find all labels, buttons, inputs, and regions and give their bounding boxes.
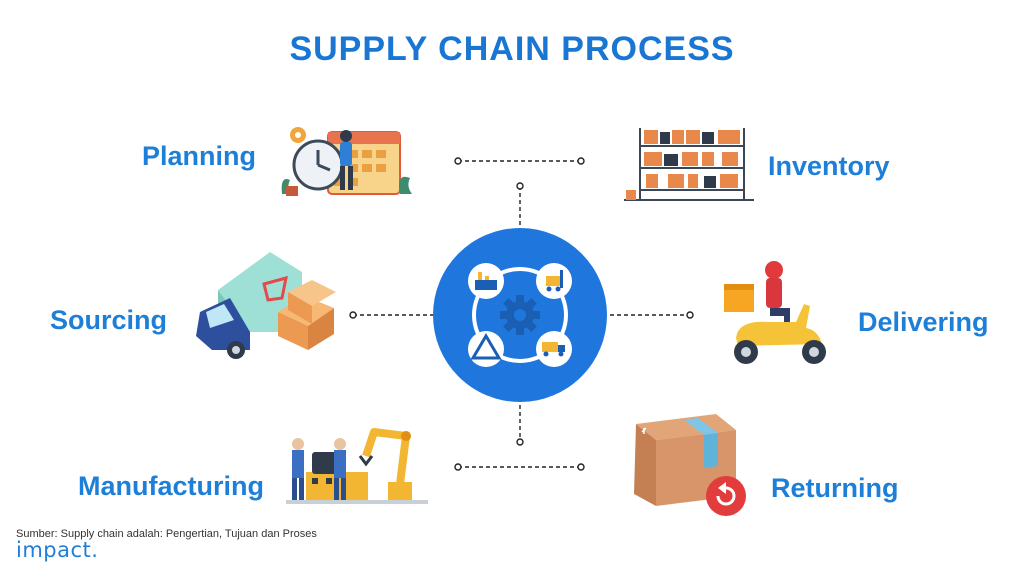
stage-label-planning: Planning (142, 141, 256, 171)
supply-chain-gear-icon (433, 228, 607, 402)
stage-label-manufacturing: Manufacturing (78, 471, 264, 501)
warehouse-shelves-icon (624, 128, 754, 201)
delivery-truck-icon (196, 252, 336, 359)
brand-logo: impact. (16, 538, 99, 562)
stage-label-returning: Returning (771, 473, 899, 503)
source-citation: Sumber: Supply chain adalah: Pengertian,… (16, 528, 317, 540)
calendar-clock-icon (281, 127, 412, 196)
stage-label-delivering: Delivering (858, 307, 989, 337)
courier-scooter-icon (724, 261, 826, 364)
page-title: SUPPLY CHAIN PROCESS (289, 30, 735, 68)
stage-label-inventory: Inventory (768, 151, 890, 181)
factory-robot-arm-icon (286, 428, 428, 504)
stage-label-sourcing: Sourcing (50, 305, 168, 335)
return-box-icon (634, 414, 746, 516)
